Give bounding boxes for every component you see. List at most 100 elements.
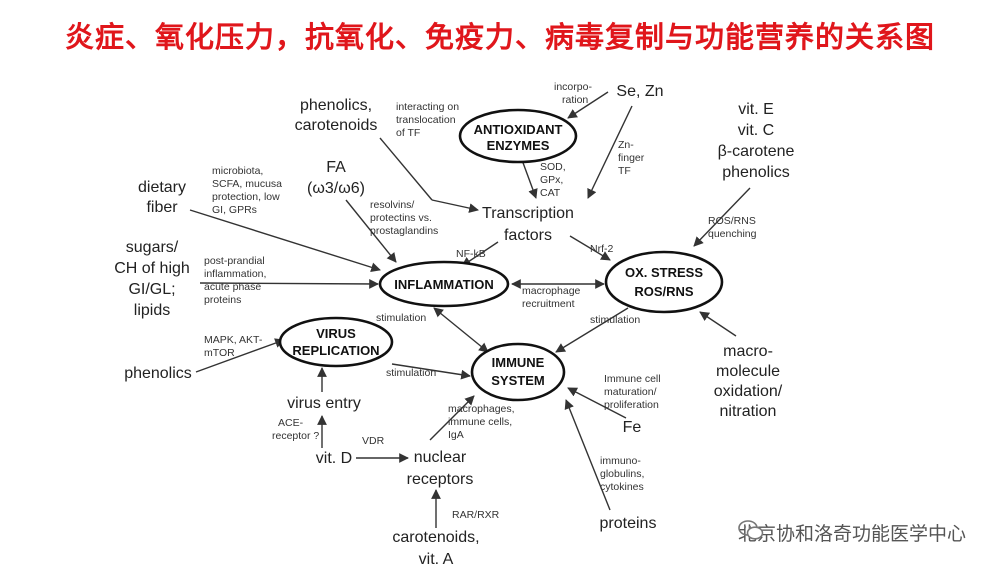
edge-antioxidant-transcription [521, 159, 538, 199]
svg-text:CAT: CAT [540, 187, 561, 199]
svg-text:inflammation,: inflammation, [204, 268, 266, 280]
svg-text:quenching: quenching [708, 228, 757, 240]
wechat-icon [738, 520, 764, 540]
svg-text:Nrf-2: Nrf-2 [590, 243, 613, 255]
label-interacting: interacting on translocation of TF [396, 101, 459, 139]
svg-text:ROS/RNS: ROS/RNS [708, 215, 756, 227]
svg-text:virus entry: virus entry [287, 395, 361, 412]
node-dietary-fiber: dietary fiber [138, 179, 186, 216]
svg-text:proteins: proteins [204, 294, 241, 306]
svg-text:immuno-: immuno- [600, 455, 641, 467]
svg-text:interacting on: interacting on [396, 101, 459, 113]
hub-ox-stress: OX. STRESS ROS/RNS [604, 250, 724, 314]
edge-inflammation-immune [433, 307, 489, 353]
edge-proteins-immune [564, 399, 611, 511]
svg-text:protection, low: protection, low [212, 191, 280, 203]
svg-text:vit. C: vit. C [738, 122, 774, 139]
svg-text:IgA: IgA [448, 429, 464, 441]
svg-text:proteins: proteins [600, 515, 657, 532]
svg-text:VIRUS: VIRUS [316, 326, 356, 341]
svg-text:ROS/RNS: ROS/RNS [634, 284, 694, 299]
svg-text:macro-: macro- [723, 343, 773, 360]
label-immune-cell: Immune cell maturation/ proliferation [604, 373, 661, 411]
node-vit-d: vit. D [316, 450, 352, 467]
node-transcription-factors: Transcription factors [482, 205, 574, 244]
svg-text:IMMUNE: IMMUNE [492, 355, 545, 370]
label-vdr: VDR [362, 435, 385, 447]
svg-text:SYSTEM: SYSTEM [491, 373, 544, 388]
label-nfkb: NF-kB [456, 248, 486, 260]
label-postprandial: post-prandial inflammation, acute phase … [204, 255, 266, 306]
svg-text:stimulation: stimulation [590, 314, 640, 326]
svg-text:lipids: lipids [134, 302, 170, 319]
svg-text:factors: factors [504, 227, 552, 244]
diagram-title: 炎症、氧化压力，抗氧化、免疫力、病毒复制与功能营养的关系图 [64, 20, 935, 54]
svg-text:RAR/RXR: RAR/RXR [452, 509, 500, 521]
watermark-text: 北京协和洛奇功能医学中心 [737, 523, 966, 545]
svg-text:phenolics,: phenolics, [300, 97, 372, 114]
label-microbiota: microbiota, SCFA, mucusa protection, low… [212, 165, 282, 216]
label-stimulation-3: stimulation [386, 367, 436, 379]
svg-text:TF: TF [618, 165, 631, 177]
svg-text:recruitment: recruitment [522, 298, 575, 310]
hub-inflammation: INFLAMMATION [378, 260, 510, 308]
svg-text:NF-kB: NF-kB [456, 248, 486, 260]
node-virus-entry: virus entry [287, 395, 361, 412]
svg-text:protectins vs.: protectins vs. [370, 212, 432, 224]
svg-text:ration: ration [562, 94, 588, 106]
edge-vitamins-oxstress [693, 187, 751, 247]
edge-fiber-inflammation [189, 209, 381, 273]
label-incorporation: incorpo- ration [554, 81, 592, 106]
svg-text:FA: FA [326, 159, 346, 176]
edges [189, 91, 751, 528]
node-proteins: proteins [600, 515, 657, 532]
node-phenolics: phenolics [124, 365, 192, 382]
label-nrf2: Nrf-2 [590, 243, 613, 255]
edge-oxstress-immune [555, 307, 629, 353]
node-sugars: sugars/ CH of high GI/GL; lipids [114, 239, 190, 319]
hub-antioxidant: ANTIOXIDANT ENZYMES [458, 108, 578, 164]
svg-text:prostaglandins: prostaglandins [370, 225, 438, 237]
watermark: 北京协和洛奇功能医学中心 [738, 519, 966, 546]
svg-text:ANTIOXIDANT: ANTIOXIDANT [474, 122, 563, 137]
svg-text:maturation/: maturation/ [604, 386, 657, 398]
svg-text:(ω3/ω6): (ω3/ω6) [307, 180, 365, 197]
svg-text:Se, Zn: Se, Zn [616, 83, 663, 100]
svg-text:Zn-: Zn- [618, 139, 634, 151]
svg-text:GPx,: GPx, [540, 174, 563, 186]
edge-virus-immune [391, 363, 471, 380]
svg-text:SOD,: SOD, [540, 161, 566, 173]
label-stimulation-1: stimulation [376, 312, 426, 324]
svg-text:nuclear: nuclear [414, 449, 467, 466]
edge-phenolics-transcription [379, 137, 433, 201]
svg-text:molecule: molecule [716, 363, 780, 380]
svg-text:vit. E: vit. E [738, 101, 774, 118]
svg-text:nitration: nitration [720, 403, 777, 420]
svg-text:finger: finger [618, 152, 645, 164]
svg-text:β-carotene: β-carotene [718, 143, 795, 160]
svg-text:MAPK, AKT-: MAPK, AKT- [204, 334, 263, 346]
svg-text:vit. A: vit. A [419, 551, 454, 568]
svg-text:INFLAMMATION: INFLAMMATION [394, 277, 493, 292]
svg-text:GI/GL;: GI/GL; [128, 281, 175, 298]
svg-text:receptor ?: receptor ? [272, 430, 319, 442]
svg-text:oxidation/: oxidation/ [714, 383, 783, 400]
label-resolvins: resolvins/ protectins vs. prostaglandins [370, 199, 438, 237]
edge-fa-inflammation [345, 199, 397, 263]
label-macrophage-recruitment: macrophage recruitment [522, 285, 581, 310]
svg-text:GI, GPRs: GI, GPRs [212, 204, 257, 216]
label-immunoglobulins: immuno- globulins, cytokines [600, 455, 644, 493]
svg-text:incorpo-: incorpo- [554, 81, 592, 93]
node-phenolics-carotenoids: phenolics, carotenoids [295, 97, 378, 134]
svg-text:CH of high: CH of high [114, 260, 190, 277]
label-zn-finger: Zn- finger TF [618, 139, 645, 177]
svg-text:phenolics: phenolics [124, 365, 192, 382]
svg-text:ENZYMES: ENZYMES [487, 138, 550, 153]
node-macromolecule: macro- molecule oxidation/ nitration [714, 343, 783, 420]
svg-text:translocation: translocation [396, 114, 456, 126]
edge-transcription-inflammation [461, 241, 499, 267]
edge-transcription-oxstress [569, 235, 611, 261]
label-ace: ACE- receptor ? [272, 417, 319, 442]
node-nuclear-receptors: nuclear receptors [407, 449, 474, 488]
